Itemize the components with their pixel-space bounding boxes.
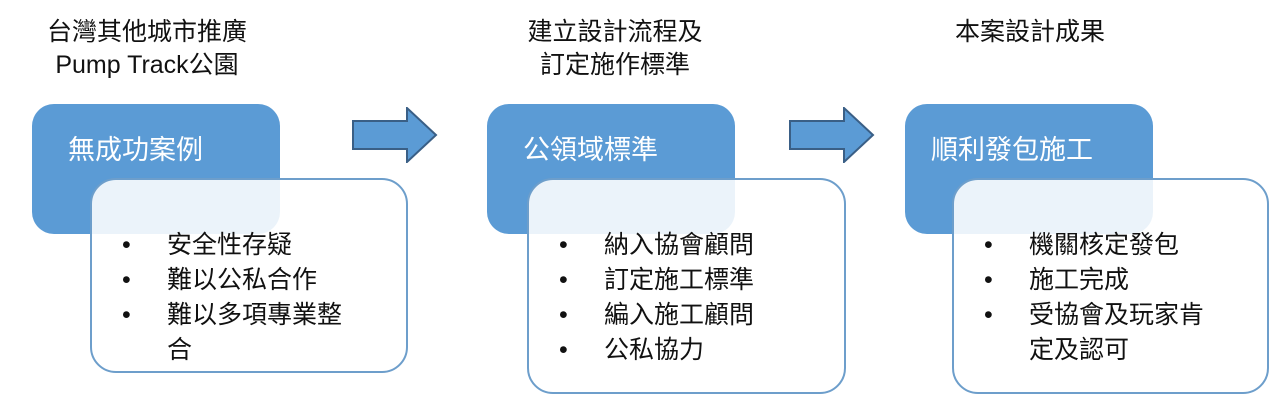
bullet-item: 機關核定發包 <box>984 228 1239 263</box>
bullet-item: 訂定施工標準 <box>559 263 814 298</box>
arrow-right-icon <box>789 107 875 163</box>
step-3-heading: 本案設計成果 <box>880 16 1180 49</box>
arrow-right-icon <box>352 107 438 163</box>
step-3-detail-box: 機關核定發包 施工完成 受協會及玩家肯定及認可 <box>952 178 1269 394</box>
bullet-item: 受協會及玩家肯定及認可 <box>984 298 1209 368</box>
heading-line: 本案設計成果 <box>954 18 1105 46</box>
heading-line: 建立設計流程及 <box>527 18 703 46</box>
step-1-heading: 台灣其他城市推廣 Pump Track公園 <box>0 16 297 82</box>
step-2-detail-box: 納入協會顧問 訂定施工標準 編入施工顧問 公私協力 <box>527 178 846 394</box>
bullet-item: 難以多項專業整合 <box>122 298 347 368</box>
heading-line: 訂定施作標準 <box>539 51 690 79</box>
step-2-heading: 建立設計流程及訂定施作標準 <box>465 16 765 82</box>
step-title: 順利發包施工 <box>931 135 1093 165</box>
bullet-item: 公私協力 <box>559 333 814 368</box>
bullet-item: 難以公私合作 <box>122 263 377 298</box>
heading-line: 台灣其他城市推廣 <box>46 18 247 46</box>
heading-line: Pump Track公園 <box>55 51 239 79</box>
bullet-item: 施工完成 <box>984 263 1239 298</box>
bullet-item: 安全性存疑 <box>122 228 377 263</box>
bullet-item: 納入協會顧問 <box>559 228 814 263</box>
bullet-item: 編入施工顧問 <box>559 298 814 333</box>
step-title: 無成功案例 <box>68 135 203 165</box>
step-title: 公領域標準 <box>523 135 658 165</box>
step-1-detail-box: 安全性存疑 難以公私合作 難以多項專業整合 <box>90 178 408 373</box>
